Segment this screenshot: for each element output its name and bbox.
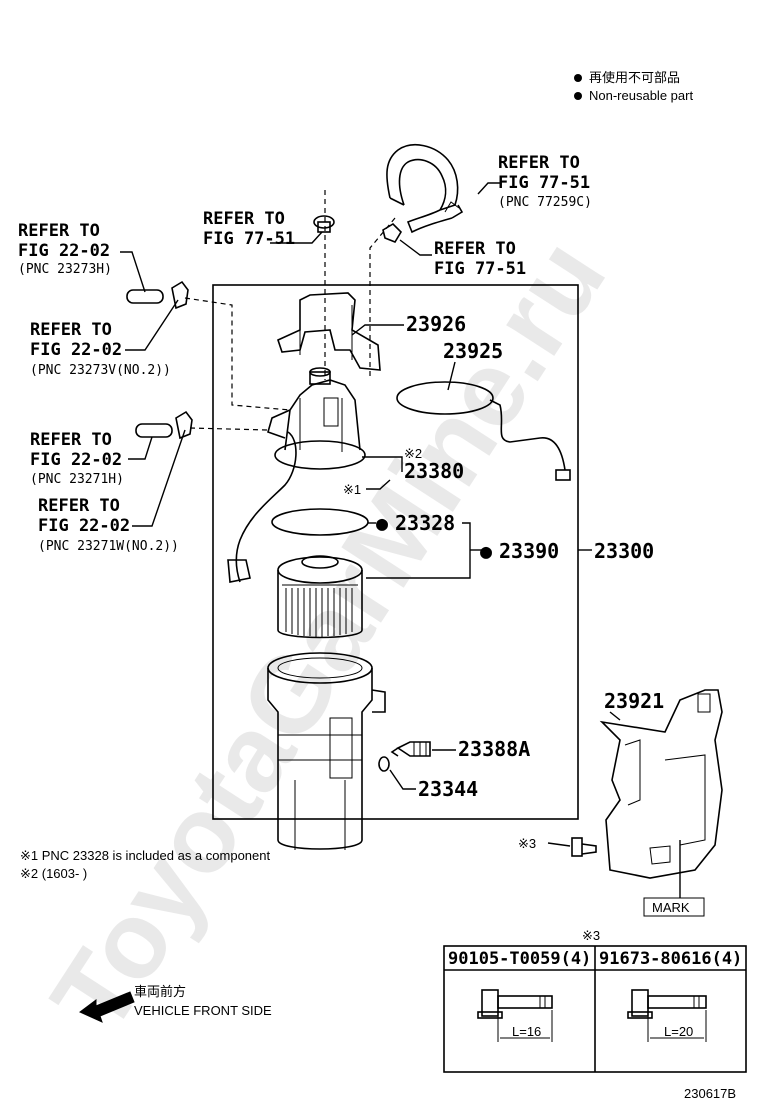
ref-r2-line2: FIG 77-51 (203, 229, 295, 249)
leader-r1 (477, 182, 500, 195)
part-number-23921: 23921 (604, 689, 664, 713)
bolt-table: 90105-T0059(4) 91673-80616(4) L=16 L=20 (443, 945, 747, 1073)
hose-23273h (126, 280, 189, 310)
mark-label: MARK (652, 900, 690, 915)
ref-r5-line2: FIG 22-02 (30, 340, 122, 360)
leader-23921 (609, 711, 621, 721)
figure-id: 230617B (684, 1086, 736, 1101)
ref-r5-pnc: (PNC 23273V(NO.2)) (30, 363, 171, 378)
leader-23344 (389, 769, 416, 790)
part-number-23328: 23328 (395, 511, 455, 535)
leader-23380 (362, 456, 403, 472)
ref-r1-line2: FIG 77-51 (498, 173, 590, 193)
part-filter-case (267, 652, 386, 850)
part-23926-cover (277, 292, 381, 371)
assembly-box (212, 284, 579, 820)
legend-dot-icon (574, 74, 582, 82)
hose-clip-top (313, 215, 335, 233)
hose-23271h (135, 410, 193, 440)
mark-label-box (643, 897, 705, 917)
ref-r4-line2: FIG 22-02 (18, 241, 110, 261)
vehicle-front-en: VEHICLE FRONT SIDE (134, 1003, 272, 1018)
bolt-1-length: L=16 (512, 1024, 541, 1039)
ref-r4-line1: REFER TO (18, 221, 100, 241)
part-number-23380: 23380 (404, 459, 464, 483)
ref-r4-pnc: (PNC 23273H) (18, 262, 112, 277)
filter-pleats (285, 588, 353, 637)
legend-non-reusable-en: Non-reusable part (589, 88, 693, 103)
non-reusable-dot-23390: ● (480, 539, 492, 563)
note-1: ※1 PNC 23328 is included as a component (20, 848, 270, 863)
fuel-hose (386, 144, 464, 234)
ref-r7-line2: FIG 22-02 (38, 516, 130, 536)
leader-bolt (547, 842, 571, 847)
bolt-1-drawing (477, 989, 553, 1042)
ref-r6-line2: FIG 22-02 (30, 450, 122, 470)
part-number-23388a: 23388A (458, 737, 530, 761)
sensor-connector (227, 559, 251, 583)
leader-23926 (351, 324, 404, 336)
leader-23925 (447, 361, 456, 391)
ref-r7-line1: REFER TO (38, 496, 120, 516)
part-23390-filter-element (277, 555, 363, 639)
leader-r5 (125, 299, 179, 351)
part-23328-gasket (271, 508, 369, 536)
bolt-table-mark: ※3 (582, 928, 600, 943)
leader-note1 (366, 479, 391, 490)
part-23380-filter-head (267, 367, 366, 470)
ref-r6-line1: REFER TO (30, 430, 112, 450)
note1-mark-23380: ※1 (343, 482, 361, 497)
non-reusable-dot-23328: ● (376, 511, 388, 535)
bolt-table-col2: 91673-80616(4) (599, 949, 742, 969)
leader-r6 (128, 436, 153, 460)
part-number-23390: 23390 (499, 539, 559, 563)
ref-r2-line1: REFER TO (203, 209, 285, 229)
part-number-23344: 23344 (418, 777, 478, 801)
leader-r3 (399, 239, 432, 256)
ref-r3-line1: REFER TO (434, 239, 516, 259)
leader-r4 (120, 251, 146, 293)
ref-r5-line1: REFER TO (30, 320, 112, 340)
vehicle-front-jp: 車両前方 (134, 984, 186, 999)
leader-r2 (270, 231, 323, 244)
bolt-table-col1: 90105-T0059(4) (448, 949, 591, 969)
note3-mark-bolt: ※3 (518, 836, 536, 851)
ref-r6-pnc: (PNC 23271H) (30, 472, 124, 487)
part-number-23300: 23300 (594, 539, 654, 563)
hose-clip-right (382, 222, 403, 243)
part-23388a-drain-plug (390, 741, 431, 757)
part-23344-o-ring (378, 756, 390, 772)
bolt-2-length: L=20 (664, 1024, 693, 1039)
note-2: ※2 (1603- ) (20, 866, 87, 881)
vehicle-front-arrow-icon (79, 991, 135, 1023)
leader-r7 (132, 429, 186, 527)
part-23921-bracket (599, 689, 723, 879)
legend-non-reusable-jp: 再使用不可部品 (589, 70, 680, 85)
ref-r1-pnc: (PNC 77259C) (498, 195, 592, 210)
part-23925-harness (396, 381, 571, 481)
part-number-23926: 23926 (406, 312, 466, 336)
ref-r7-pnc: (PNC 23271W(NO.2)) (38, 539, 179, 554)
part-number-23925: 23925 (443, 339, 503, 363)
ref-r1-line1: REFER TO (498, 153, 580, 173)
ref-r3-line2: FIG 77-51 (434, 259, 526, 279)
legend-dot-icon (574, 92, 582, 100)
bolt-2-drawing (627, 989, 707, 1042)
bracket-bolt (571, 837, 597, 857)
note2-mark-23380: ※2 (404, 446, 422, 461)
